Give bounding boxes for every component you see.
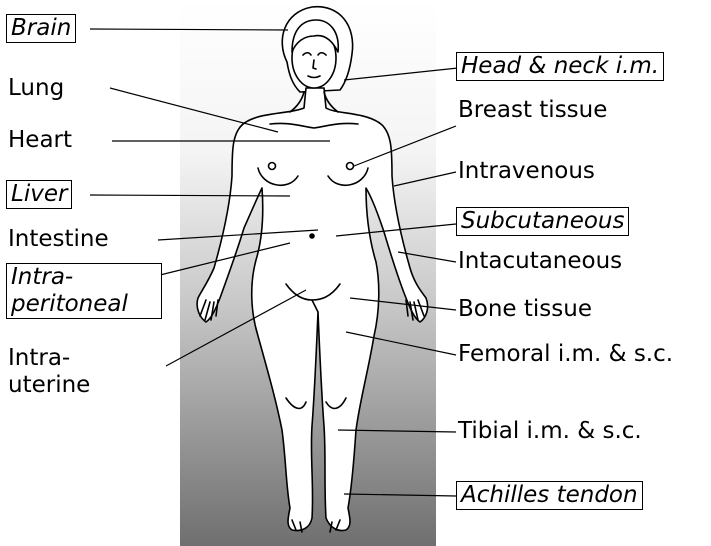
label-subcutaneous: Subcutaneous bbox=[456, 207, 629, 236]
label-intestine: Intestine bbox=[8, 226, 109, 253]
label-intraperitoneal: Intra- peritoneal bbox=[6, 263, 162, 319]
label-intrauterine: Intra- uterine bbox=[8, 345, 90, 399]
label-lung: Lung bbox=[8, 75, 64, 102]
label-intrauterine-line1: Intra- bbox=[8, 345, 90, 372]
label-bone: Bone tissue bbox=[458, 296, 592, 323]
label-brain: Brain bbox=[6, 14, 76, 43]
label-intacutaneous: Intacutaneous bbox=[458, 248, 622, 275]
label-head-neck: Head & neck i.m. bbox=[456, 52, 664, 81]
label-heart: Heart bbox=[8, 127, 72, 154]
label-femoral: Femoral i.m. & s.c. bbox=[458, 341, 673, 368]
navel bbox=[310, 234, 314, 238]
label-intraperitoneal-line2: peritoneal bbox=[11, 291, 157, 318]
label-intravenous: Intravenous bbox=[458, 158, 595, 185]
label-achilles: Achilles tendon bbox=[456, 481, 643, 510]
label-liver: Liver bbox=[6, 180, 72, 209]
label-tibial: Tibial i.m. & s.c. bbox=[458, 418, 642, 445]
label-intraperitoneal-line1: Intra- bbox=[11, 264, 157, 291]
label-intrauterine-line2: uterine bbox=[8, 372, 90, 399]
label-breast: Breast tissue bbox=[458, 97, 607, 124]
